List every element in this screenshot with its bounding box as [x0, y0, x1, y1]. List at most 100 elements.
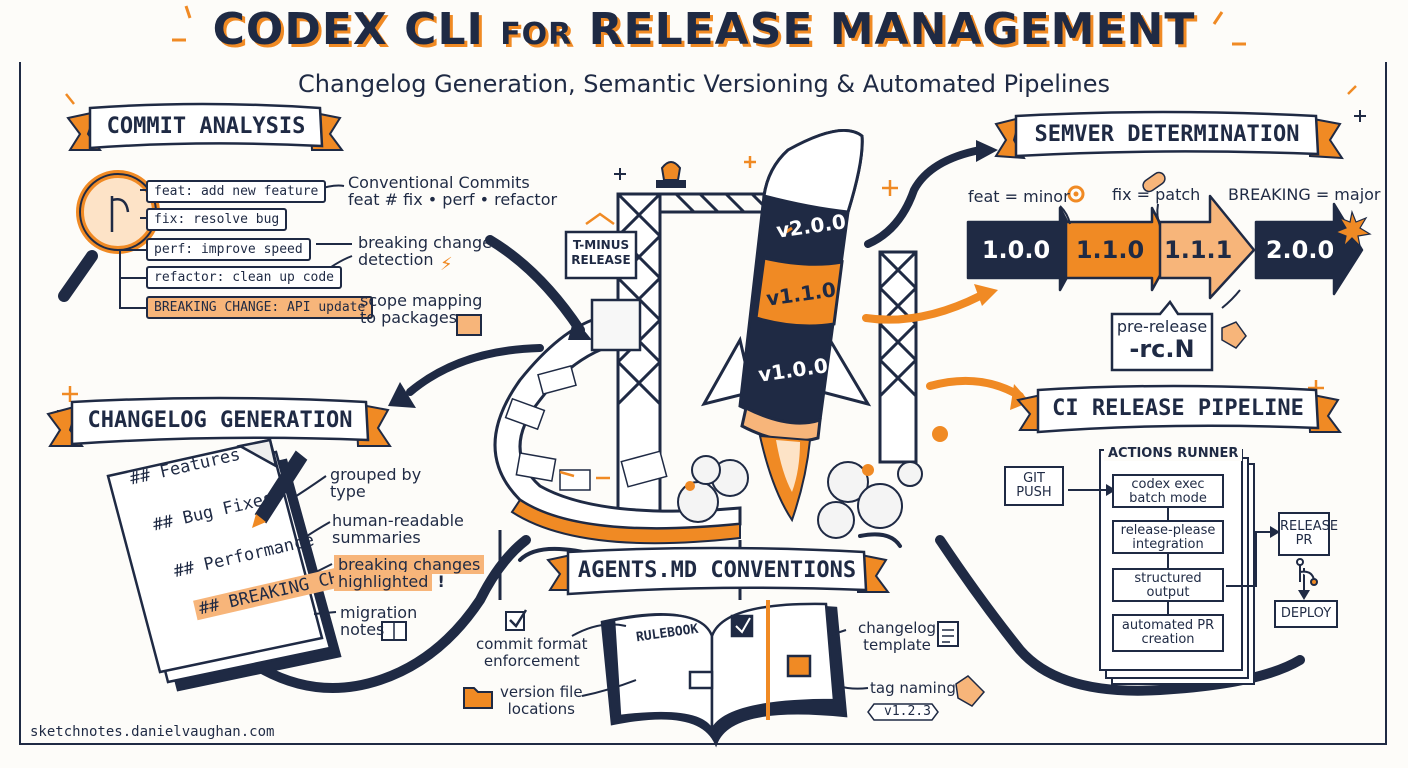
- tminus-sign: [564, 230, 638, 280]
- note-line: scope mapping: [360, 291, 483, 310]
- git-push-line1: GIT: [1023, 471, 1045, 486]
- note-conventional-commits: Conventional Commits feat # fix • perf •…: [348, 174, 557, 208]
- note-breaking-detection: breaking change detection: [358, 234, 492, 268]
- note-tag-naming: tag naming: [870, 679, 956, 697]
- version-1-1-1: 1.1.1: [1164, 236, 1233, 264]
- exclamation-icon: !: [437, 572, 445, 591]
- book-icon: [381, 621, 407, 641]
- page-subtitle: Changelog Generation, Semantic Versionin…: [297, 70, 1111, 98]
- title-part1: CODEX CLI: [212, 4, 484, 55]
- rule-feat-minor: feat = minor: [968, 187, 1070, 206]
- smoke-highlights: [685, 426, 948, 491]
- commit-feat: feat: add new feature: [146, 180, 327, 203]
- release-pr-line1: RELEASE: [1280, 519, 1339, 534]
- arrow-heads: [388, 140, 998, 408]
- changelog-document: [106, 438, 342, 692]
- note-line: enforcement: [483, 652, 580, 670]
- rule-fix-patch: fix = patch: [1112, 185, 1201, 204]
- note-line: locations: [507, 700, 575, 718]
- step-line: automated PR: [1121, 618, 1215, 633]
- step-line: batch mode: [1129, 491, 1207, 506]
- package-icon: [456, 314, 482, 336]
- prerelease-line1: pre-release: [1116, 317, 1208, 336]
- step-line: release-please: [1120, 523, 1216, 538]
- version-arrows: [966, 194, 1364, 300]
- note-line: feat # fix • perf • refactor: [348, 190, 558, 209]
- note-line: highlighted: [334, 572, 433, 591]
- note-line: migration: [340, 603, 418, 622]
- title-for: FOR: [500, 17, 573, 52]
- step-automated-pr: automated PR creation: [1112, 614, 1224, 652]
- rule-breaking-major: BREAKING = major: [1228, 185, 1381, 204]
- step-line: integration: [1132, 537, 1204, 552]
- commit-breaking: BREAKING CHANGE: API update: [146, 296, 374, 319]
- git-push-line2: PUSH: [1016, 485, 1052, 500]
- tag-naming-example: v1.2.3: [884, 704, 931, 719]
- step-line: structured: [1134, 571, 1202, 586]
- folder-icon: [463, 687, 493, 709]
- gear-icon: [1067, 185, 1085, 203]
- pen-icon: [252, 450, 308, 528]
- actions-runner-label: ACTIONS RUNNER: [1104, 446, 1243, 461]
- commit-tree-lines: [119, 189, 146, 309]
- note-line: detection: [358, 250, 434, 269]
- rulebook-illustration: [600, 600, 848, 748]
- step-release-please: release-please integration: [1112, 520, 1224, 554]
- bandaid-icon: [1142, 171, 1166, 193]
- title-part2: RELEASE MANAGEMENT: [588, 4, 1196, 55]
- git-branch-icon: [1296, 558, 1318, 586]
- checkbox-icon: [505, 609, 528, 631]
- step-line: creation: [1141, 632, 1195, 647]
- note-line: Conventional Commits: [348, 173, 530, 192]
- note-line: grouped by: [330, 465, 422, 484]
- prerelease-note: pre-release -rc.N: [1112, 318, 1212, 363]
- note-line: template: [863, 636, 931, 654]
- note-line: summaries: [332, 528, 421, 547]
- version-1-0-0: 1.0.0: [981, 236, 1051, 264]
- note-line: human-readable: [332, 511, 464, 530]
- note-changelog-template: changelog template: [858, 620, 936, 654]
- commit-fix: fix: resolve bug: [146, 208, 288, 231]
- note-line: notes: [340, 620, 385, 639]
- version-2-0-0: 2.0.0: [1265, 236, 1335, 264]
- page-title: CODEX CLI FOR RELEASE MANAGEMENT: [0, 4, 1408, 55]
- banner-changelog-shape: [46, 396, 392, 447]
- banner-changelog: CHANGELOG GENERATION: [87, 408, 353, 433]
- note-line: version file: [500, 683, 583, 701]
- document-icon: [937, 621, 959, 647]
- rocket-flames: [758, 434, 812, 523]
- tag-icon: [1221, 321, 1247, 349]
- commit-perf: perf: improve speed: [146, 238, 311, 261]
- commit-refactor: refactor: clean up code: [146, 266, 343, 289]
- smoke-clouds: [677, 455, 923, 539]
- tag-naming-chip: [867, 703, 939, 721]
- note-line: to packages: [360, 308, 458, 327]
- release-pr-line2: PR: [1295, 533, 1313, 548]
- credit-footer: sketchnotes.danielvaughan.com: [30, 724, 275, 740]
- banner-agents: AGENTS.MD CONVENTIONS: [577, 558, 857, 583]
- version-1-1-0: 1.1.0: [1075, 236, 1145, 264]
- pipeline-connectors: [1068, 489, 1305, 614]
- note-line: type: [330, 482, 366, 501]
- note-scope-mapping: scope mapping to packages: [360, 292, 482, 326]
- beacon-light: [656, 161, 686, 188]
- banner-ci: CI RELEASE PIPELINE: [1052, 396, 1304, 421]
- note-breaking-highlighted: breaking changes highlighted !: [334, 555, 485, 591]
- note-line: commit format: [476, 635, 588, 653]
- prerelease-bubble: [1110, 299, 1214, 372]
- tminus-line2: RELEASE: [571, 253, 631, 267]
- step-line: output: [1146, 585, 1190, 600]
- step-codex-exec: codex exec batch mode: [1112, 474, 1224, 508]
- note-version-file: version file locations: [500, 684, 583, 718]
- note-human-readable: human-readable summaries: [332, 512, 464, 546]
- banner-ci-shape: [1016, 384, 1342, 434]
- tminus-label: T-MINUS RELEASE: [566, 238, 636, 268]
- agents-note-arrows: [571, 623, 869, 697]
- deploy-box: DEPLOY: [1274, 600, 1338, 628]
- burst-icon: [1334, 209, 1372, 248]
- banner-agents-shape: [546, 546, 890, 596]
- note-line: breaking change: [358, 233, 493, 252]
- title-sparkles: [172, 5, 1246, 46]
- banner-semver: SEMVER DETERMINATION: [1034, 122, 1300, 147]
